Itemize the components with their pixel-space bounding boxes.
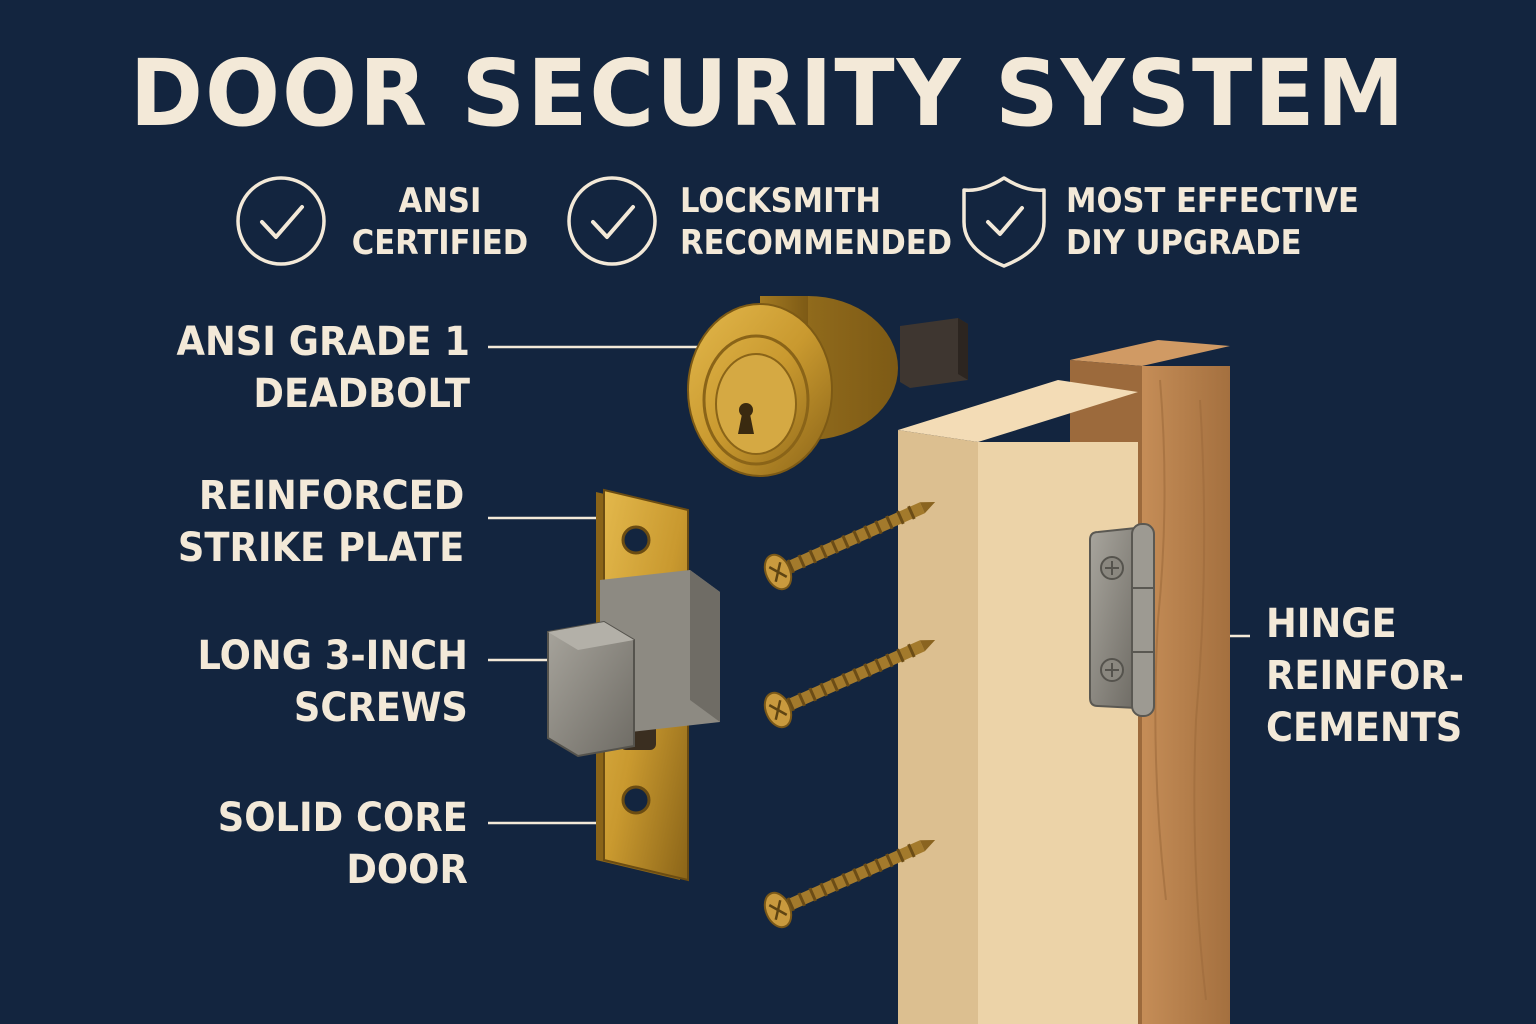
badge-locksmith-recommended: LOCKSMITH RECOMMENDED <box>680 180 953 264</box>
badge-line: LOCKSMITH <box>680 181 881 221</box>
shield-check-icon <box>962 176 1046 268</box>
label-screws: LONG 3-INCH SCREWS <box>198 630 468 734</box>
badge-line: DIY UPGRADE <box>1066 223 1302 263</box>
label-line: LONG 3-INCH <box>197 633 468 679</box>
keyhole-icon <box>738 403 754 434</box>
label-deadbolt: ANSI GRADE 1 DEADBOLT <box>177 316 470 420</box>
screw <box>763 640 936 729</box>
label-line: REINFOR- <box>1266 653 1465 699</box>
label-strike-plate: REINFORCED STRIKE PLATE <box>178 470 464 574</box>
hinge <box>1089 523 1155 717</box>
label-line: ANSI GRADE 1 <box>176 319 470 365</box>
label-line: CEMENTS <box>1266 705 1463 751</box>
label-line: HINGE <box>1266 601 1397 647</box>
label-line: STRIKE PLATE <box>177 525 464 571</box>
badge-line: ANSI <box>398 181 482 221</box>
label-line: SOLID CORE <box>217 795 468 841</box>
badge-most-effective-diy: MOST EFFECTIVE DIY UPGRADE <box>1066 180 1372 264</box>
label-line: SCREWS <box>293 685 468 731</box>
deadbolt <box>687 296 968 477</box>
hinge-screw <box>1100 556 1124 580</box>
label-line: DOOR <box>346 847 468 893</box>
badge-line: CERTIFIED <box>351 223 529 263</box>
strike-plate <box>547 488 720 882</box>
page-title: DOOR SECURITY SYSTEM <box>129 40 1407 147</box>
badge-ansi-certified: ANSI CERTIFIED <box>350 180 530 264</box>
check-circle-icon <box>567 176 657 266</box>
label-hinge: HINGE REINFOR- CEMENTS <box>1266 598 1464 754</box>
screw <box>763 502 936 591</box>
badge-line: MOST EFFECTIVE <box>1066 181 1359 221</box>
label-door: SOLID CORE DOOR <box>218 792 468 896</box>
label-line: REINFORCED <box>198 473 464 519</box>
screw <box>763 840 936 929</box>
latch-bolt <box>547 570 720 758</box>
label-line: DEADBOLT <box>253 371 470 417</box>
hinge-screw <box>1100 658 1124 682</box>
badge-line: RECOMMENDED <box>680 223 953 263</box>
check-circle-icon <box>236 176 326 266</box>
